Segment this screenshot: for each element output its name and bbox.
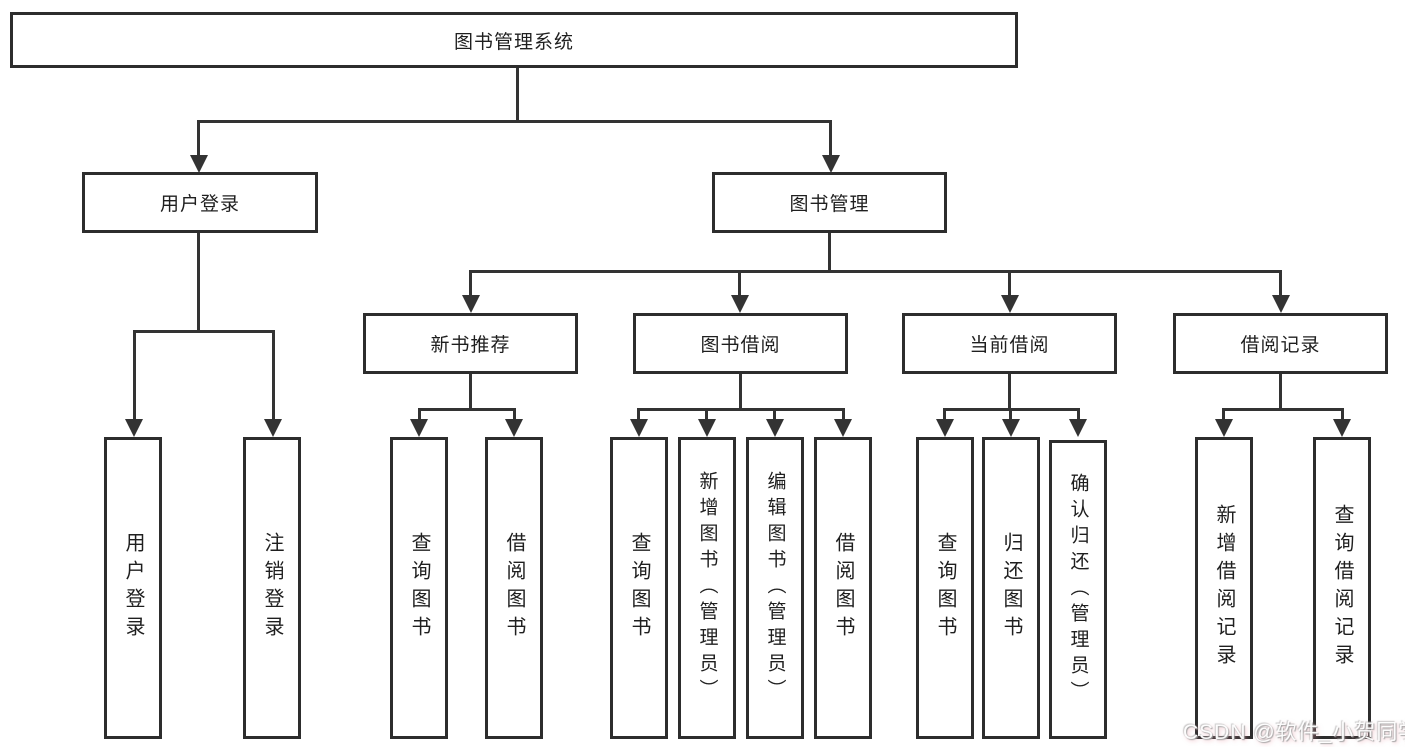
node-current-borrow-label: 当前借阅 (969, 335, 1050, 356)
connector-line (1008, 270, 1011, 296)
arrow-down-icon (630, 419, 648, 437)
node-root-label: 图书管理系统 (453, 31, 574, 53)
connector-line (1077, 408, 1080, 420)
node-user-login-label: 用户登录 (159, 194, 240, 215)
leaf-confirm-return-admin-label: 确认归还（管理员） (1067, 472, 1089, 707)
leaf-borrow-query-books-label: 查询图书 (628, 532, 650, 644)
arrow-down-icon (766, 419, 784, 437)
arrow-down-icon (505, 419, 523, 437)
arrow-down-icon (822, 155, 840, 173)
leaf-borrow-query-books: 查询图书 (610, 437, 668, 739)
connector-line (739, 374, 742, 408)
leaf-edit-books-admin-label: 编辑图书（管理员） (764, 471, 786, 705)
leaf-logout: 注销登录 (243, 437, 301, 739)
node-root: 图书管理系统 (10, 12, 1018, 68)
leaf-borrow-borrow-books: 借阅图书 (814, 437, 872, 739)
connector-line (197, 233, 200, 330)
node-borrow-records: 借阅记录 (1173, 313, 1388, 374)
arrow-down-icon (1069, 419, 1087, 437)
connector-line (637, 408, 845, 411)
connector-line (1008, 374, 1011, 408)
leaf-current-query-books: 查询图书 (916, 437, 974, 739)
node-user-login: 用户登录 (82, 172, 318, 233)
connector-line (469, 270, 472, 296)
connector-line (1279, 374, 1282, 408)
connector-line (197, 120, 832, 123)
connector-line (516, 68, 519, 120)
arrow-down-icon (410, 419, 428, 437)
arrow-down-icon (731, 295, 749, 313)
connector-line (1222, 408, 1344, 411)
connector-line (513, 408, 516, 420)
arrow-down-icon (1002, 419, 1020, 437)
leaf-recommend-borrow-books: 借阅图书 (485, 437, 543, 739)
node-book-management-label: 图书管理 (789, 194, 870, 215)
node-new-book-recommend-label: 新书推荐 (430, 335, 511, 356)
arrow-down-icon (125, 419, 143, 437)
node-current-borrow: 当前借阅 (902, 313, 1117, 374)
leaf-confirm-return-admin: 确认归还（管理员） (1049, 440, 1107, 739)
connector-line (773, 408, 776, 420)
leaf-user-login: 用户登录 (104, 437, 162, 739)
leaf-recommend-query-books-label: 查询图书 (408, 532, 430, 644)
leaf-recommend-borrow-books-label: 借阅图书 (503, 532, 525, 644)
connector-line (469, 374, 472, 408)
connector-line (418, 408, 516, 411)
connector-line (705, 408, 708, 420)
leaf-query-borrow-record-label: 查询借阅记录 (1331, 504, 1353, 672)
leaf-return-books: 归还图书 (982, 437, 1040, 739)
leaf-add-books-admin-label: 新增图书（管理员） (696, 471, 718, 705)
connector-line (1222, 408, 1225, 420)
connector-line (943, 408, 946, 420)
connector-line (829, 120, 832, 156)
arrow-down-icon (1333, 419, 1351, 437)
connector-line (842, 408, 845, 420)
arrow-down-icon (698, 419, 716, 437)
connector-line (828, 233, 831, 270)
leaf-logout-label: 注销登录 (261, 532, 283, 644)
arrow-down-icon (936, 419, 954, 437)
node-borrow-records-label: 借阅记录 (1240, 335, 1321, 356)
connector-line (1341, 408, 1344, 420)
connector-line (1279, 270, 1282, 296)
connector-line (1009, 408, 1012, 420)
arrow-down-icon (462, 295, 480, 313)
arrow-down-icon (1215, 419, 1233, 437)
csdn-watermark: CSDN @软件_小贺同学 (1183, 721, 1405, 744)
connector-line (133, 330, 275, 333)
connector-line (272, 330, 275, 419)
leaf-recommend-query-books: 查询图书 (390, 437, 448, 739)
leaf-query-borrow-record: 查询借阅记录 (1313, 437, 1371, 739)
leaf-add-borrow-record-label: 新增借阅记录 (1213, 504, 1235, 672)
node-new-book-recommend: 新书推荐 (363, 313, 578, 374)
arrow-down-icon (264, 419, 282, 437)
node-book-management: 图书管理 (712, 172, 947, 233)
connector-line (197, 120, 200, 156)
connector-line (418, 408, 421, 420)
node-book-borrow-label: 图书借阅 (700, 335, 781, 356)
connector-line (133, 330, 136, 419)
arrow-down-icon (834, 419, 852, 437)
connector-line (637, 408, 640, 420)
arrow-down-icon (190, 155, 208, 173)
leaf-borrow-borrow-books-label: 借阅图书 (832, 532, 854, 644)
leaf-add-borrow-record: 新增借阅记录 (1195, 437, 1253, 739)
leaf-add-books-admin: 新增图书（管理员） (678, 437, 736, 739)
connector-line (469, 270, 1282, 273)
arrow-down-icon (1001, 295, 1019, 313)
leaf-return-books-label: 归还图书 (1000, 532, 1022, 644)
connector-line (738, 270, 741, 296)
leaf-edit-books-admin: 编辑图书（管理员） (746, 437, 804, 739)
leaf-user-login-label: 用户登录 (122, 532, 144, 644)
node-book-borrow: 图书借阅 (633, 313, 848, 374)
leaf-current-query-books-label: 查询图书 (934, 532, 956, 644)
arrow-down-icon (1272, 295, 1290, 313)
